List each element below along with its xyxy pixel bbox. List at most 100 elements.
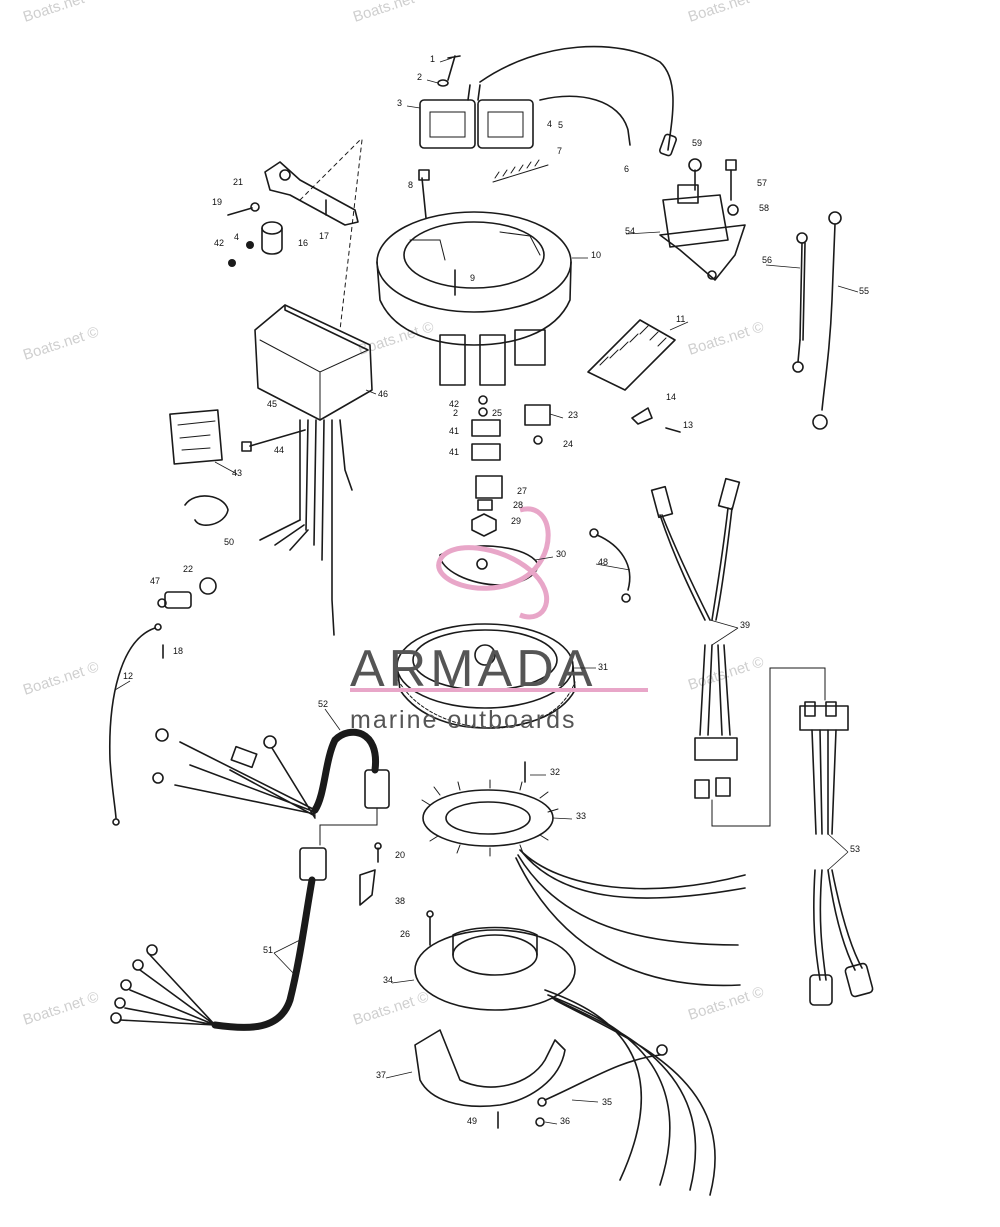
part-number-label[interactable]: 56 [762,255,772,265]
part-number-label[interactable]: 41 [449,447,459,457]
part-number-label[interactable]: 49 [467,1116,477,1126]
part-number-label[interactable]: 44 [274,445,284,455]
part-number-label[interactable]: 7 [557,146,562,156]
part-number-label[interactable]: 37 [376,1070,386,1080]
mounting-bolt[interactable] [241,429,306,452]
battery-cables[interactable] [792,211,842,430]
part-number-label[interactable]: 45 [267,399,277,409]
part-number-label[interactable]: 28 [513,500,523,510]
rectifier[interactable] [587,319,681,433]
watermark-layer: Boats.net © Boats.net © Boats.net © Boat… [21,0,766,1029]
part-number-label[interactable]: 4 [547,119,552,129]
part-number-label[interactable]: 43 [232,468,242,478]
cable-clamp[interactable] [184,495,229,526]
key-switch[interactable] [157,577,217,609]
spark-plug-lead[interactable] [479,45,678,157]
part-number-label[interactable]: 58 [759,203,769,213]
part-number-label[interactable]: 29 [511,516,521,526]
ground-lead[interactable] [108,623,164,826]
terminal-strip[interactable] [492,159,549,183]
part-number-label[interactable]: 2 [417,72,422,82]
part-number-label[interactable]: 52 [318,699,328,709]
part-number-label[interactable]: 38 [395,896,405,906]
leader-line [709,619,739,629]
logo-tagline-text: marine outboards [350,706,577,734]
part-number-label[interactable]: 12 [123,671,133,681]
part-number-label[interactable]: 8 [408,180,413,190]
leader-line [324,708,341,731]
ground-wire[interactable] [589,528,631,603]
leader-line [439,57,453,63]
part-number-label[interactable]: 21 [233,177,243,187]
part-number-label[interactable]: 51 [263,945,273,955]
ignition-coil-assembly[interactable] [419,55,534,149]
part-number-label[interactable]: 18 [173,646,183,656]
small-hardware[interactable] [359,761,545,1129]
watermark: Boats.net © [351,988,431,1028]
leader-line [391,979,415,984]
armada-logo: ARMADA marine outboards [350,506,648,734]
part-number-label[interactable]: 6 [624,164,629,174]
starter-solenoid[interactable] [659,158,746,281]
timer-shield[interactable] [414,1029,566,1108]
part-number-label[interactable]: 14 [666,392,676,402]
part-number-label[interactable]: 5 [558,120,563,130]
part-number-label[interactable]: 31 [598,662,608,672]
part-number-label[interactable]: 9 [470,273,475,283]
terminal-block-stack[interactable] [471,395,551,537]
part-number-label[interactable]: 34 [383,975,393,985]
part-number-label[interactable]: 54 [625,226,635,236]
part-number-label[interactable]: 33 [576,811,586,821]
part-number-label[interactable]: 35 [602,1097,612,1107]
armature-plate-ring[interactable] [376,169,572,386]
part-number-label[interactable]: 3 [397,98,402,108]
part-number-label[interactable]: 23 [568,410,578,420]
part-number-label[interactable]: 26 [400,929,410,939]
battery-cable-assembly[interactable] [650,477,826,827]
part-number-label[interactable]: 2 [453,408,458,418]
trim-harness[interactable] [110,847,327,1031]
part-number-label[interactable]: 48 [598,557,608,567]
part-number-label[interactable]: 24 [563,439,573,449]
decal [169,409,223,465]
power-pack[interactable] [254,304,373,636]
part-number-label[interactable]: 11 [676,314,685,324]
part-number-label[interactable]: 42 [214,238,224,248]
part-number-label[interactable]: 10 [591,250,601,260]
part-number-label[interactable]: 20 [395,850,405,860]
part-number-label[interactable]: 59 [692,138,702,148]
timer-base[interactable] [414,926,716,1196]
leader-line [114,680,131,691]
part-number-label[interactable]: 42 [449,399,459,409]
part-number-label[interactable]: 25 [492,408,502,418]
part-number-label[interactable]: 1 [430,54,435,64]
part-number-label[interactable]: 50 [224,537,234,547]
leader-line [544,1121,558,1125]
sensor-lead[interactable] [537,1044,668,1107]
part-number-label[interactable]: 39 [740,620,750,630]
part-number-label[interactable]: 17 [319,231,329,241]
part-number-label[interactable]: 30 [556,549,566,559]
leader-line [273,952,296,976]
part-number-label[interactable]: 55 [859,286,869,296]
throttle-cam-bracket[interactable] [227,161,359,267]
part-number-label[interactable]: 22 [183,564,193,574]
part-number-label[interactable]: 41 [449,426,459,436]
leader-line [214,461,238,475]
wiring-harness[interactable] [152,728,390,846]
part-number-label[interactable]: 16 [298,238,308,248]
part-number-label[interactable]: 57 [757,178,767,188]
part-number-label[interactable]: 53 [850,844,860,854]
part-number-label[interactable]: 47 [150,576,160,586]
part-number-label[interactable]: 19 [212,197,222,207]
part-number-label[interactable]: 32 [550,767,560,777]
part-number-label[interactable]: 4 [234,232,239,242]
watermark: Boats.net © [686,983,766,1023]
part-number-label[interactable]: 46 [378,389,388,399]
part-number-label[interactable]: 13 [683,420,693,430]
leader-line [273,939,301,954]
battery-cable-right[interactable] [799,701,874,1006]
part-number-label[interactable]: 36 [560,1116,570,1126]
part-number-label[interactable]: 27 [517,486,527,496]
leader-line [571,1099,599,1103]
